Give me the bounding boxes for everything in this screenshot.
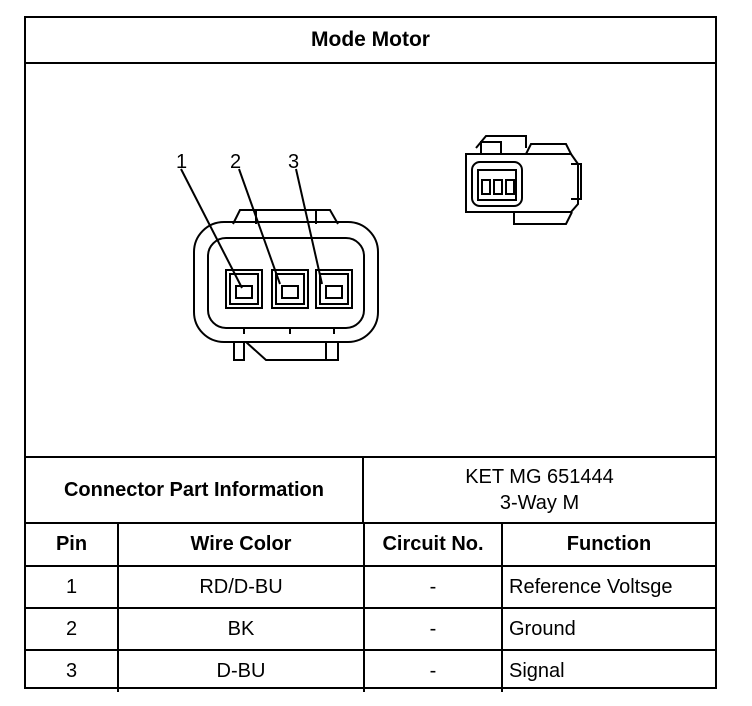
header-circuit-no: Circuit No.	[363, 524, 503, 567]
cell-function: Signal	[501, 649, 715, 692]
connector-diagram: 1 2 3	[26, 64, 715, 456]
cell-pin: 2	[26, 607, 119, 651]
table-row: 2 BK - Ground	[26, 607, 715, 651]
pin-label-2: 2	[230, 151, 241, 173]
connector-type: 3-Way M	[499, 492, 580, 514]
pin-label-3: 3	[288, 151, 299, 173]
cell-circuit: -	[363, 565, 503, 609]
table-row: 1 RD/D-BU - Reference Voltsge	[26, 565, 715, 609]
connector-info-label: Connector Part Information	[26, 458, 364, 522]
part-number: KET MG 651444	[465, 466, 614, 488]
cell-function: Ground	[501, 607, 715, 651]
cell-wire-color: RD/D-BU	[117, 565, 365, 609]
connector-card: Mode Motor	[24, 16, 717, 692]
page-title: Mode Motor	[26, 18, 715, 64]
connector-info-value: KET MG 651444 3-Way M	[364, 458, 715, 522]
cell-pin: 1	[26, 565, 119, 609]
cell-function: Reference Voltsge	[501, 565, 715, 609]
cell-wire-color: D-BU	[117, 649, 365, 692]
connector-thumbnail-icon	[465, 135, 582, 225]
cell-circuit: -	[363, 607, 503, 651]
connector-face-illustration: 1 2 3	[176, 135, 582, 361]
table-header-row: Pin Wire Color Circuit No. Function	[26, 524, 715, 567]
cell-pin: 3	[26, 649, 119, 692]
cell-circuit: -	[363, 649, 503, 692]
header-wire-color: Wire Color	[117, 524, 365, 567]
connector-info-row: Connector Part Information KET MG 651444…	[26, 456, 715, 524]
pin-label-1: 1	[176, 151, 187, 173]
cell-wire-color: BK	[117, 607, 365, 651]
pinout-table: Pin Wire Color Circuit No. Function 1 RD…	[26, 524, 715, 692]
table-row: 3 D-BU - Signal	[26, 649, 715, 692]
header-pin: Pin	[26, 524, 119, 567]
header-function: Function	[501, 524, 715, 567]
